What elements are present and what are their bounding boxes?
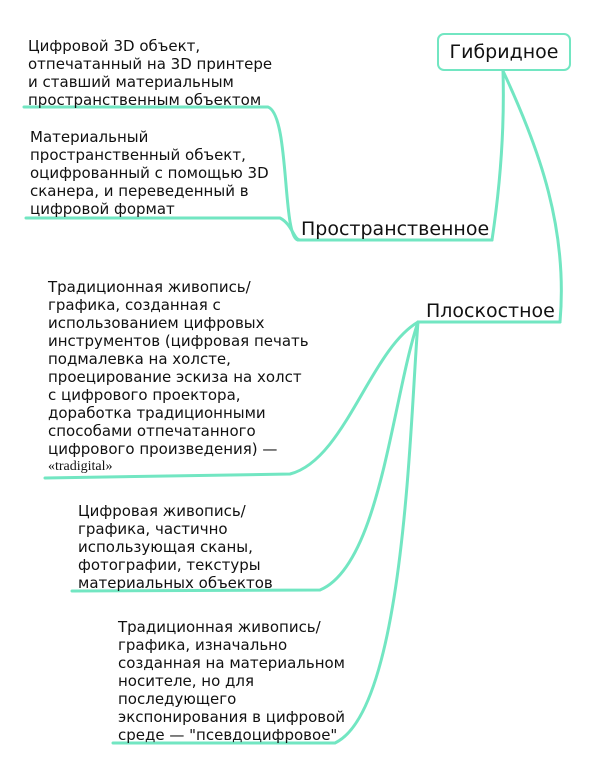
connector-root-planar bbox=[501, 69, 563, 324]
connector-planar-child-3 bbox=[111, 320, 420, 745]
subtopic-line: Цифровой 3D объект, bbox=[28, 37, 201, 55]
subtopic-line: графика, созданная с bbox=[48, 296, 221, 314]
subtopic-line: проецирование эскиза на холст bbox=[48, 368, 302, 386]
subtopic-line: Материальный bbox=[30, 128, 149, 146]
subtopic-line: доработка традиционными bbox=[48, 404, 266, 422]
subtopic-line: подмалевка на холсте, bbox=[48, 350, 231, 368]
connector-planar-child-1 bbox=[43, 320, 420, 480]
branch-spatial-label: Пространственное bbox=[301, 218, 490, 240]
connector-root-spatial bbox=[490, 69, 505, 242]
subtopic-planar-2[interactable]: Цифровая живопись/ графика, частично исп… bbox=[78, 502, 273, 592]
subtopic-line: с цифрового проектора, bbox=[48, 386, 241, 404]
subtopic-line: пространственным объектом bbox=[28, 91, 262, 109]
subtopic-line: созданная на материальном bbox=[118, 654, 345, 672]
subtopic-line: пространственный объект, bbox=[30, 146, 246, 164]
subtopic-line: графика, частично bbox=[78, 520, 228, 538]
branch-planar[interactable]: Плоскостное bbox=[426, 300, 555, 322]
subtopic-line: среде — "псевдоцифровое" bbox=[118, 726, 338, 744]
branch-planar-label: Плоскостное bbox=[426, 300, 555, 322]
subtopic-line: экспонирования в цифровой bbox=[118, 708, 346, 726]
subtopic-line: Традиционная живопись/ bbox=[48, 278, 251, 296]
subtopic-line: использующая сканы, bbox=[78, 538, 253, 556]
subtopic-line: цифровой формат bbox=[30, 200, 175, 218]
root-topic[interactable]: Гибридное bbox=[437, 33, 571, 71]
subtopic-line: графика, изначально bbox=[118, 636, 288, 654]
subtopic-line: отпечатанный на 3D принтере bbox=[28, 55, 273, 73]
branch-spatial[interactable]: Пространственное bbox=[301, 218, 489, 240]
subtopic-planar-1[interactable]: Традиционная живопись/ графика, созданна… bbox=[48, 278, 309, 476]
subtopic-spatial-2[interactable]: Материальный пространственный объект, оц… bbox=[30, 128, 269, 218]
subtopic-line: материальных объектов bbox=[78, 574, 273, 592]
subtopic-line: Цифровая живопись/ bbox=[78, 502, 246, 520]
subtopic-line: сканера, и переведенный в bbox=[30, 182, 249, 200]
subtopic-line: и ставший материальным bbox=[28, 73, 234, 91]
subtopic-spatial-1[interactable]: Цифровой 3D объект, отпечатанный на 3D п… bbox=[28, 37, 272, 109]
subtopic-line: использованием цифровых bbox=[48, 314, 265, 332]
connector-planar-child-2 bbox=[70, 320, 420, 593]
subtopic-line: оцифрованный с помощью 3D bbox=[30, 164, 269, 182]
subtopic-planar-3[interactable]: Традиционная живопись/ графика, изначаль… bbox=[118, 618, 345, 744]
subtopic-line: Традиционная живопись/ bbox=[118, 618, 321, 636]
subtopic-line: фотографии, текстуры bbox=[78, 556, 261, 574]
connector-spatial-child-2 bbox=[24, 216, 302, 242]
subtopic-line: инструментов (цифровая печать bbox=[48, 332, 309, 350]
root-topic-label: Гибридное bbox=[449, 41, 559, 63]
subtopic-line: «tradigital» bbox=[48, 459, 113, 474]
subtopic-line: носителе, но для bbox=[118, 672, 255, 690]
subtopic-line: последующего bbox=[118, 690, 237, 708]
subtopic-line: способами отпечатанного bbox=[48, 422, 256, 440]
subtopic-line: цифрового произведения) — bbox=[48, 440, 278, 458]
